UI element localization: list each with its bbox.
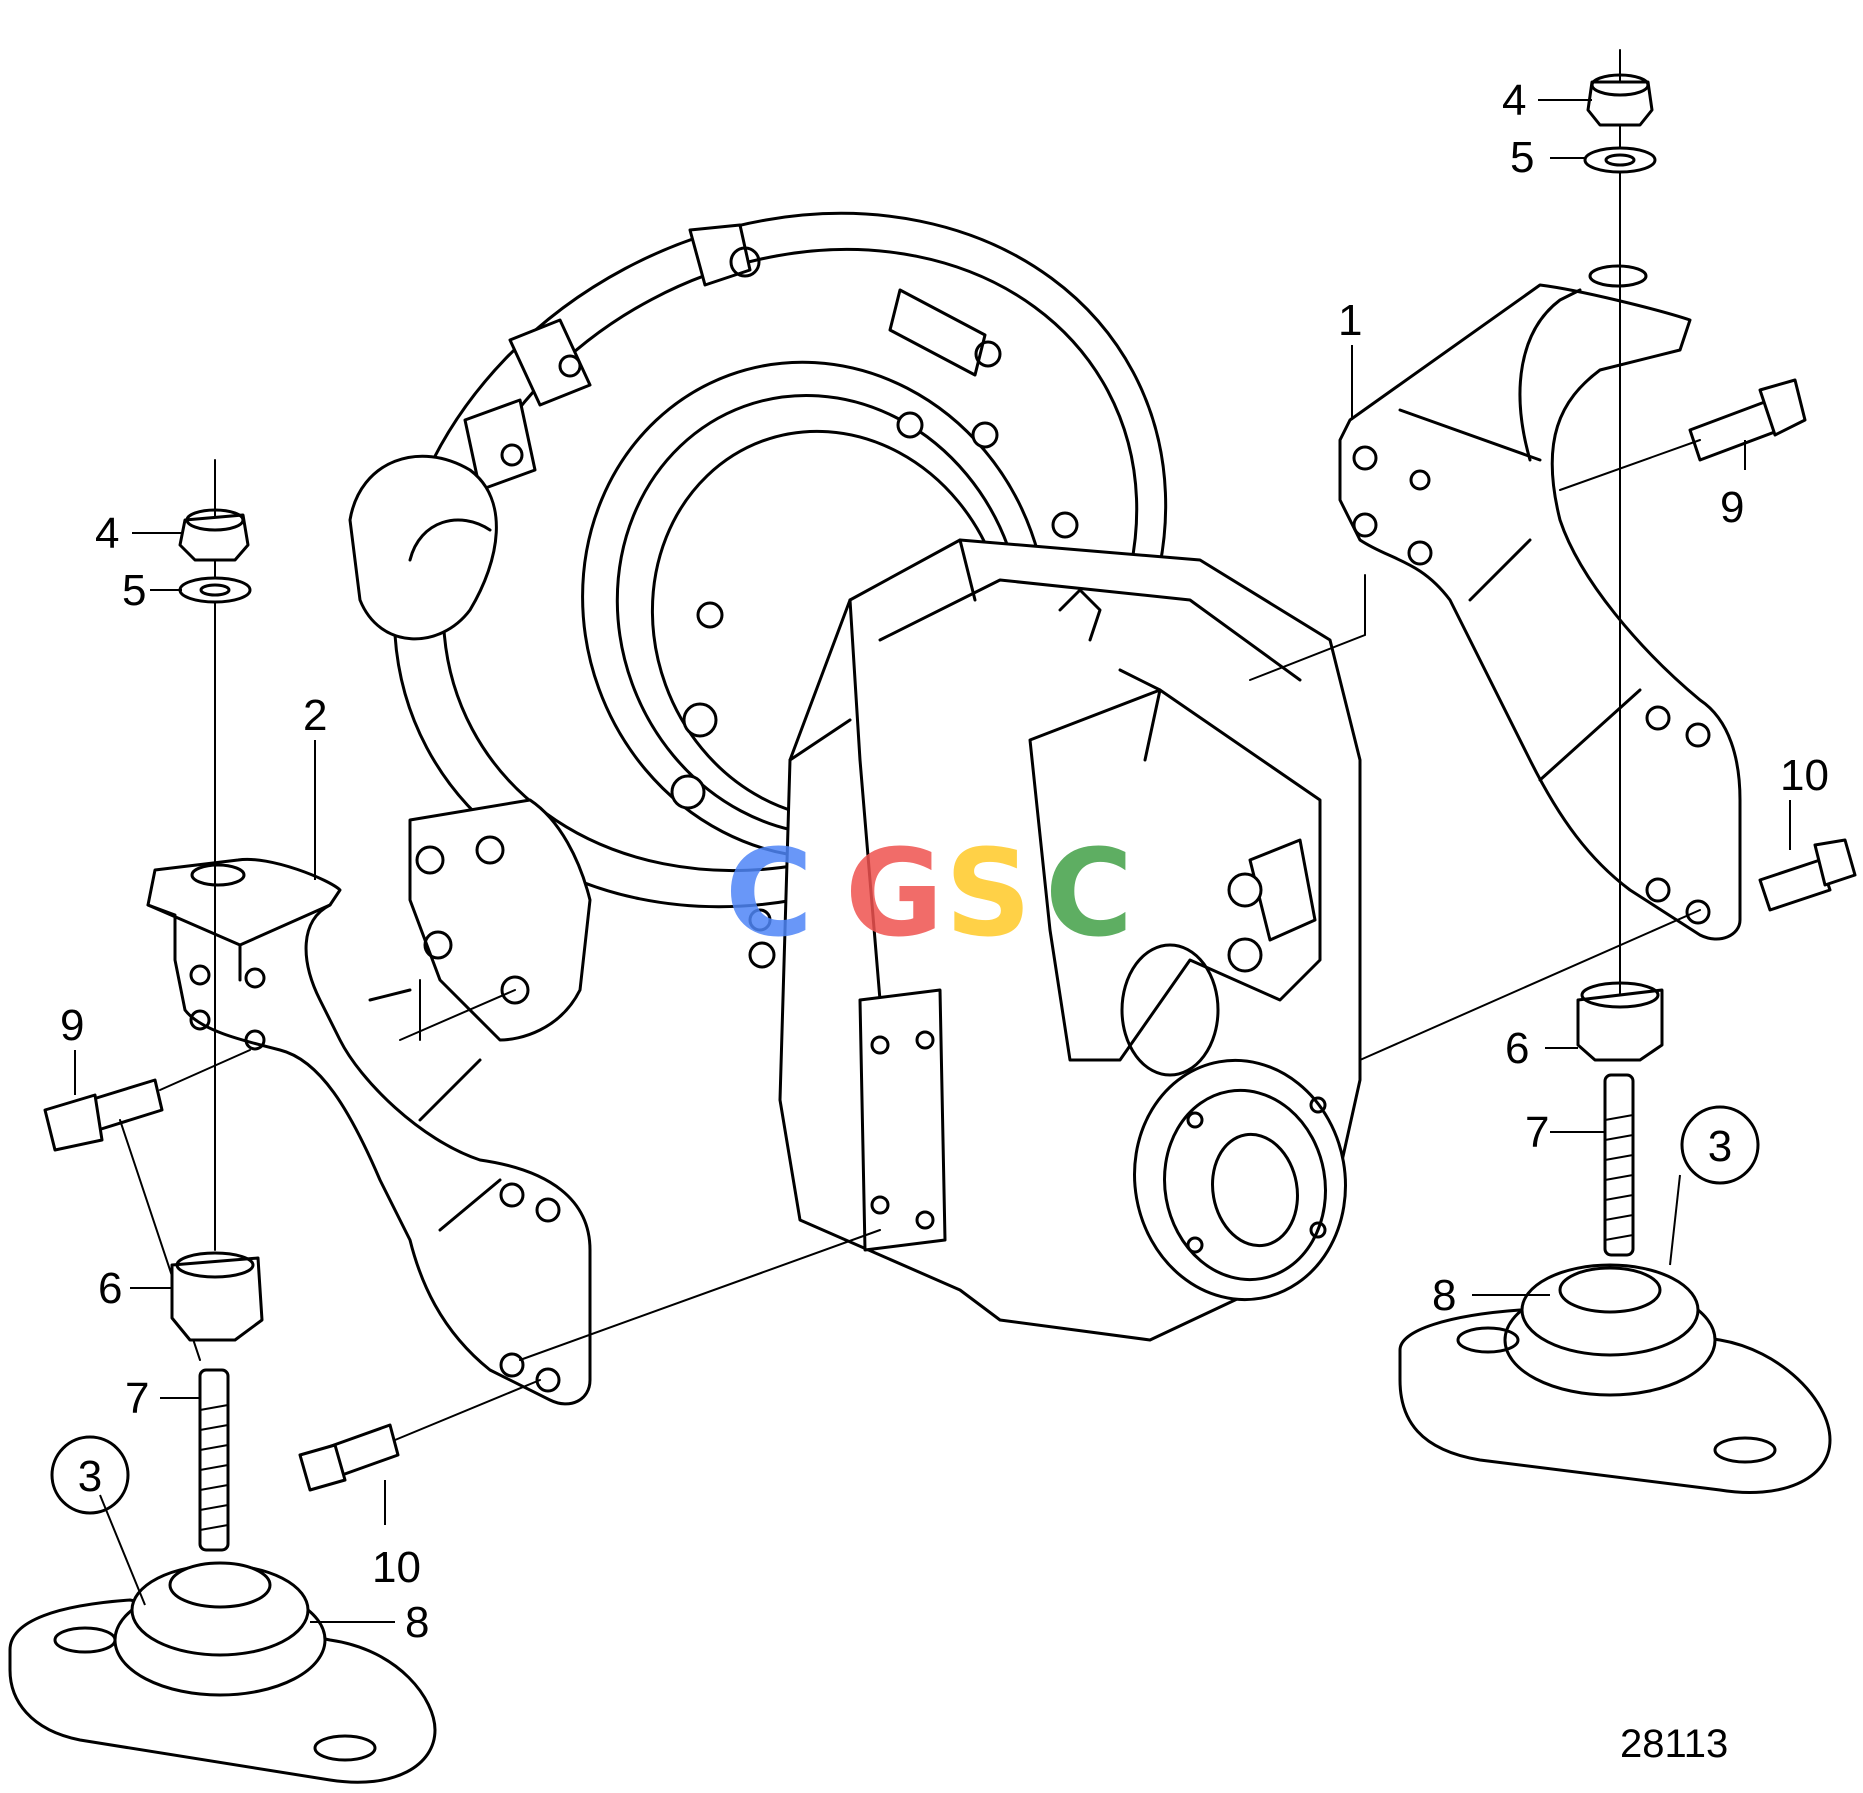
callout-left-bolt-upper: 9 <box>60 1001 84 1050</box>
callout-left-nut-large: 6 <box>98 1264 122 1313</box>
callout-right-mount: 3 <box>1708 1122 1732 1171</box>
callout-right-washer: 5 <box>1510 133 1534 182</box>
left-mount <box>8 1561 437 1784</box>
right-bracket <box>1249 264 1742 1061</box>
left-nut <box>178 513 250 562</box>
left-bolt-lower <box>298 1379 541 1492</box>
callout-left-nut: 4 <box>95 509 119 558</box>
callout-left-mount-circle: 3 <box>50 1435 130 1515</box>
callout-left-bolt-lower: 10 <box>372 1543 421 1592</box>
left-bolt-upper <box>43 1049 251 1361</box>
callout-leaders <box>74 99 1791 1623</box>
callout-right-stud: 7 <box>1525 1108 1549 1157</box>
callout-right-mount-circle: 3 <box>1680 1105 1760 1185</box>
callout-right-ring: 8 <box>1432 1271 1456 1320</box>
watermark-letter-s: S <box>945 825 1031 964</box>
callout-right-nut-large: 6 <box>1505 1024 1529 1073</box>
callout-right-bracket: 1 <box>1338 296 1362 345</box>
watermark: C G S C <box>725 825 1133 964</box>
callouts: 4 5 1 9 10 6 7 3 8 4 5 2 9 6 7 3 10 8 <box>50 76 1829 1647</box>
right-bolt-lower <box>1758 838 1857 912</box>
right-stud <box>1603 1073 1635 1257</box>
watermark-letter-c1: C <box>725 825 813 964</box>
left-bracket <box>146 857 881 1406</box>
left-washer <box>178 576 252 604</box>
left-nut-large <box>170 1256 264 1342</box>
callout-right-nut: 4 <box>1502 76 1526 125</box>
reference-number: 28113 <box>1620 1722 1728 1766</box>
right-nut <box>1586 80 1654 127</box>
left-stud <box>198 1368 230 1552</box>
watermark-letter-c2: C <box>1045 825 1133 964</box>
left-fasteners <box>8 459 541 1784</box>
callout-left-ring: 8 <box>405 1598 429 1647</box>
gearbox-body <box>778 538 1362 1342</box>
flange-bolts <box>670 411 1079 969</box>
callout-right-bolt-lower: 10 <box>1780 751 1829 800</box>
right-washer <box>1583 146 1657 174</box>
right-mount <box>1398 1263 1832 1495</box>
callout-left-bracket: 2 <box>303 691 327 740</box>
right-nut-large <box>1576 988 1664 1062</box>
callout-left-mount: 3 <box>78 1452 102 1501</box>
watermark-letter-g: G <box>845 825 944 964</box>
callout-left-washer: 5 <box>122 566 146 615</box>
callout-right-bolt-upper: 9 <box>1720 483 1744 532</box>
callout-left-stud: 7 <box>125 1374 149 1423</box>
right-fasteners <box>1398 49 1857 1495</box>
right-bolt-upper <box>1559 378 1807 491</box>
